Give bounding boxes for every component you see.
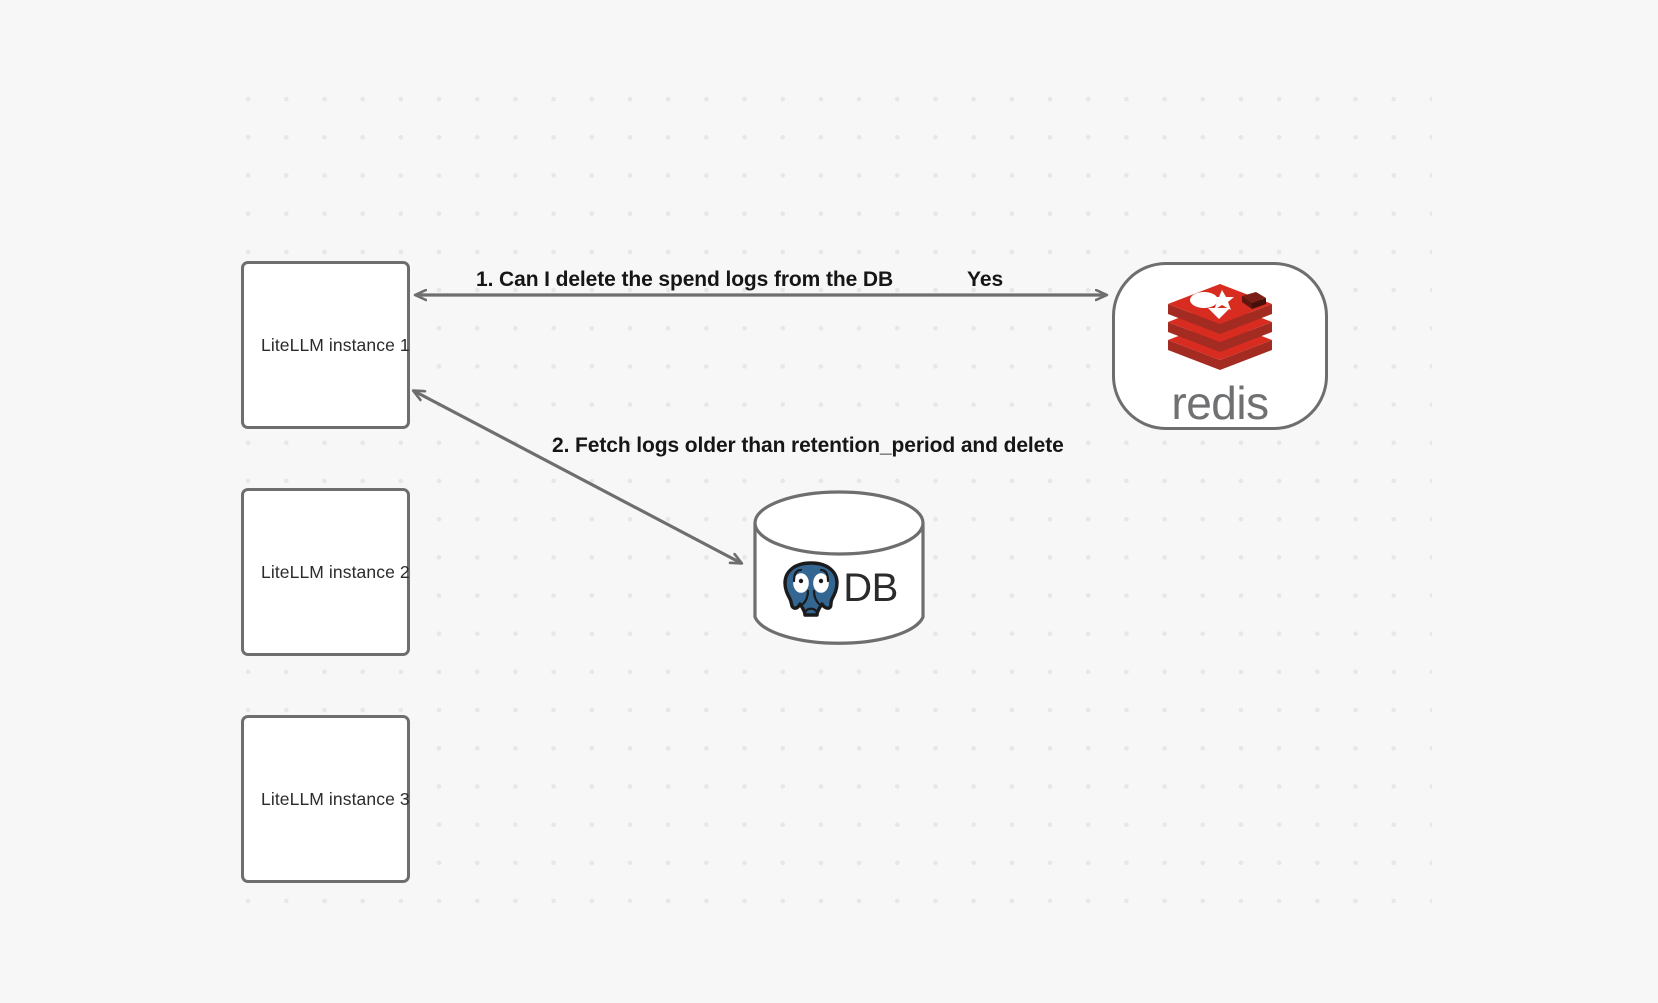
postgresql-elephant-icon: [783, 560, 839, 617]
node-litellm-instance-3[interactable]: LiteLLM instance 3: [241, 715, 410, 883]
edge-label-step-1: 1. Can I delete the spend logs from the …: [476, 268, 894, 291]
redis-wordmark: redis: [1171, 377, 1269, 429]
node-litellm-instance-1[interactable]: LiteLLM instance 1: [241, 261, 410, 429]
db-label: DB: [843, 565, 898, 610]
node-litellm-instance-1-label: LiteLLM instance 1: [261, 334, 410, 355]
node-redis[interactable]: redis: [1112, 262, 1328, 430]
db-label-group: DB: [752, 492, 926, 649]
edge-litellm1-db: [414, 391, 741, 563]
node-litellm-instance-2-label: LiteLLM instance 2: [261, 561, 410, 582]
redis-logo-icon: [1168, 284, 1272, 370]
node-litellm-instance-2[interactable]: LiteLLM instance 2: [241, 488, 410, 656]
node-db[interactable]: DB: [752, 490, 926, 649]
node-litellm-instance-3-label: LiteLLM instance 3: [261, 788, 410, 809]
edge-label-step-2: 2. Fetch logs older than retention_perio…: [552, 434, 1064, 457]
edge-label-yes: Yes: [967, 268, 1004, 291]
